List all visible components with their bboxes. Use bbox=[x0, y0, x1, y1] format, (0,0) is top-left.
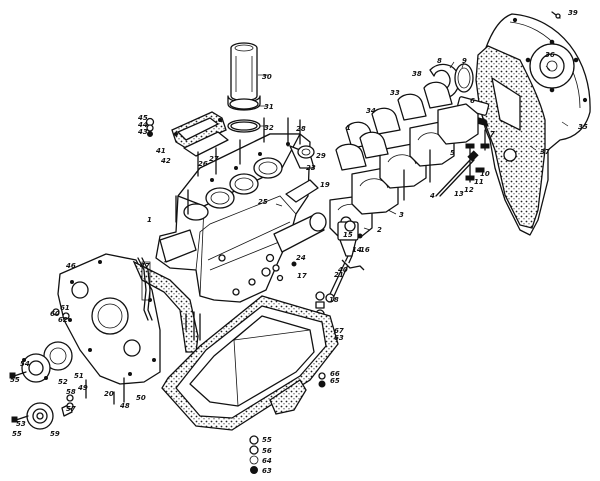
callout-38: 38 bbox=[412, 70, 422, 78]
callout-35: 35 bbox=[578, 123, 588, 131]
callout-48: 48 bbox=[120, 402, 130, 410]
callout-36: 36 bbox=[545, 51, 555, 59]
callout-5: 5 bbox=[450, 149, 455, 157]
oil-pump bbox=[325, 220, 365, 303]
callout-1: 1 bbox=[147, 216, 152, 224]
callout-58: 58 bbox=[66, 388, 76, 396]
callout-17: 17 bbox=[297, 272, 307, 280]
callout-46: 46 bbox=[66, 262, 76, 270]
callout-16: 16 bbox=[360, 246, 370, 254]
callout-30: 30 bbox=[262, 73, 272, 81]
callout-52: 52 bbox=[58, 378, 68, 386]
cover-seal-strip bbox=[137, 257, 153, 321]
callout-39: 39 bbox=[568, 9, 578, 17]
front-seal-housing bbox=[21, 341, 73, 383]
rear-gasket bbox=[475, 45, 546, 229]
top-bolt bbox=[551, 11, 561, 19]
callout-15: 15 bbox=[343, 231, 353, 239]
callout-44: 44 bbox=[138, 121, 148, 129]
bearing-shells bbox=[335, 81, 453, 171]
callout-12: 12 bbox=[464, 186, 474, 194]
callout-53: 53 bbox=[16, 420, 26, 428]
callout-3: 3 bbox=[399, 211, 404, 219]
callout-18: 18 bbox=[329, 296, 339, 304]
callout-9: 9 bbox=[462, 57, 467, 65]
head-studs bbox=[175, 117, 301, 223]
callout-6: 6 bbox=[470, 97, 475, 105]
callout-2: 2 bbox=[377, 226, 382, 234]
callout-31: 31 bbox=[264, 103, 274, 111]
callout-50: 50 bbox=[136, 394, 146, 402]
callout-55: 55 bbox=[10, 376, 20, 384]
front-gasket bbox=[132, 260, 199, 353]
callout-62: 62 bbox=[58, 316, 68, 324]
callout-labels: 1 1 2 3 4 5 6 7 8 9 10 11 12 13 14 15 16… bbox=[10, 9, 588, 475]
callout-34: 34 bbox=[366, 107, 376, 115]
callout-67: 67 bbox=[334, 327, 344, 335]
callout-28: 28 bbox=[296, 125, 306, 133]
callout-63: 63 bbox=[334, 334, 344, 342]
callout-26: 26 bbox=[198, 160, 208, 168]
callout-64: 64 bbox=[262, 457, 272, 465]
main-bearing-caps bbox=[329, 103, 479, 239]
callout-56: 56 bbox=[262, 447, 272, 455]
timing-cover bbox=[57, 253, 161, 385]
side-cover bbox=[171, 111, 229, 157]
callout-33: 33 bbox=[390, 89, 400, 97]
callout-11: 11 bbox=[474, 178, 484, 186]
callout-54: 54 bbox=[20, 360, 30, 368]
dipstick-plugs bbox=[318, 372, 326, 388]
callout-55c: 55 bbox=[262, 436, 272, 444]
callout-27: 27 bbox=[209, 155, 219, 163]
callout-42: 42 bbox=[161, 157, 171, 165]
callout-49: 49 bbox=[78, 384, 88, 392]
callout-55b: 55 bbox=[12, 430, 22, 438]
callout-43: 43 bbox=[138, 128, 148, 136]
oil-filler-cap bbox=[297, 145, 315, 159]
callout-51: 51 bbox=[74, 372, 84, 380]
callout-7: 7 bbox=[490, 130, 495, 138]
callout-14: 14 bbox=[352, 246, 362, 254]
engine-block bbox=[155, 133, 311, 303]
callout-61: 61 bbox=[60, 304, 70, 312]
callout-63b: 63 bbox=[262, 467, 272, 475]
callout-41: 41 bbox=[156, 147, 166, 155]
callout-20: 20 bbox=[104, 390, 114, 398]
callout-1b: 1 bbox=[346, 124, 351, 132]
callout-21: 21 bbox=[334, 271, 344, 279]
callout-4: 4 bbox=[430, 192, 435, 200]
drain-plug-stack bbox=[249, 435, 259, 474]
callout-66: 66 bbox=[330, 370, 340, 378]
liner-o-rings bbox=[227, 119, 261, 133]
camshaft-tube bbox=[273, 145, 327, 253]
callout-29: 29 bbox=[316, 152, 326, 160]
cover-fasteners bbox=[145, 117, 155, 137]
cap-bolts bbox=[403, 129, 490, 201]
oil-pan bbox=[189, 315, 315, 415]
callout-57: 57 bbox=[66, 405, 76, 413]
callout-40: 40 bbox=[338, 266, 348, 274]
callout-8: 8 bbox=[437, 57, 442, 65]
callout-65: 65 bbox=[330, 377, 340, 385]
cylinder-liner bbox=[227, 42, 261, 111]
callout-24: 24 bbox=[296, 254, 306, 262]
callout-37: 37 bbox=[540, 148, 550, 156]
callout-13: 13 bbox=[454, 190, 464, 198]
callout-59: 59 bbox=[50, 430, 60, 438]
callout-45: 45 bbox=[138, 114, 148, 122]
callout-47: 47 bbox=[140, 262, 150, 270]
callout-60: 60 bbox=[50, 310, 60, 318]
callout-32: 32 bbox=[264, 124, 274, 132]
callout-leaders bbox=[163, 61, 569, 263]
callout-23: 23 bbox=[306, 164, 316, 172]
callout-25: 25 bbox=[258, 198, 268, 206]
callout-19: 19 bbox=[320, 181, 330, 189]
small-fasteners bbox=[9, 308, 201, 423]
callout-10: 10 bbox=[480, 170, 490, 178]
drain-plugs-right bbox=[265, 253, 297, 282]
